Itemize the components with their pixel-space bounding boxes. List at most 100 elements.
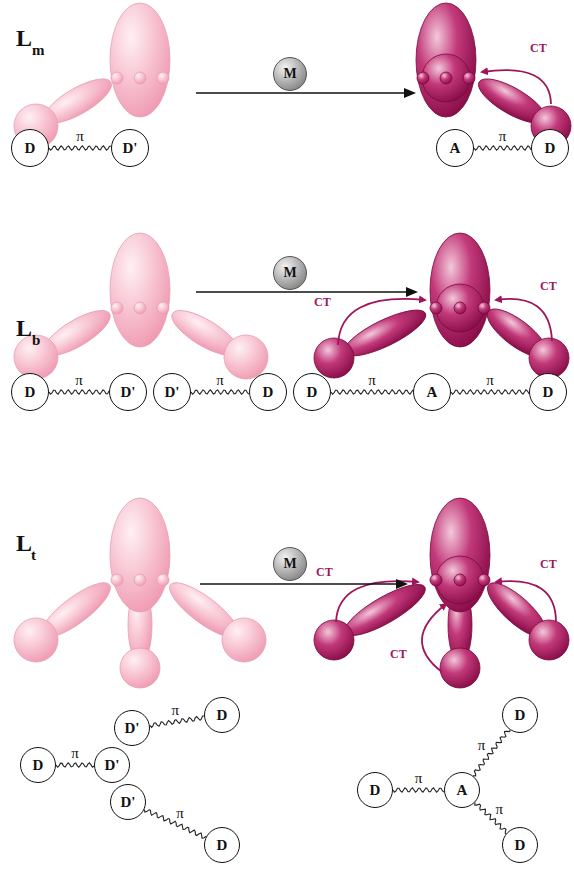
unit-circle: D xyxy=(204,827,240,863)
node-text: M xyxy=(283,266,296,280)
node-text: D' xyxy=(125,721,140,736)
unit-circle: D' xyxy=(111,129,149,167)
metal-ball: M xyxy=(273,256,307,290)
edge-label: π xyxy=(176,805,184,820)
wavy-pi-bridge xyxy=(451,390,529,394)
illustration-part xyxy=(430,574,442,586)
unit-circle: D' xyxy=(109,373,147,411)
subscript: b xyxy=(32,333,40,348)
illustration-part xyxy=(416,3,476,117)
node-text: D' xyxy=(105,758,120,773)
illustration-part xyxy=(110,233,170,347)
metal-ball: M xyxy=(273,547,307,581)
unit-circle: D xyxy=(249,373,287,411)
edge-label: π xyxy=(486,373,494,388)
edge-label: π xyxy=(75,373,83,388)
illustration-part xyxy=(111,72,123,84)
illustration-part xyxy=(478,574,490,586)
edge-label: π xyxy=(171,702,179,717)
edge-label: π xyxy=(499,129,507,144)
reaction-arrow xyxy=(200,579,408,589)
illustration-part xyxy=(436,556,484,604)
metal-ball: M xyxy=(273,57,307,91)
wavy-pi-bridge xyxy=(331,390,413,394)
node-text: D xyxy=(263,385,274,400)
node-text: D' xyxy=(121,385,136,400)
subscript: m xyxy=(32,43,45,58)
illustration-part xyxy=(417,72,429,84)
unit-circle: A xyxy=(413,373,451,411)
ct-label: CT xyxy=(390,648,407,660)
ct-label: CT xyxy=(314,296,331,308)
node-text: D' xyxy=(165,385,180,400)
ct-label: CT xyxy=(316,566,333,578)
complex-lb xyxy=(314,233,569,378)
unit-circle: A xyxy=(436,129,474,167)
illustration-part xyxy=(134,574,146,586)
illustration-part xyxy=(224,335,268,379)
ct-label: CT xyxy=(530,42,547,54)
illustration-part xyxy=(430,233,490,347)
wavy-pi-bridge xyxy=(191,390,249,394)
illustration-part xyxy=(529,338,569,378)
illustration-part xyxy=(314,338,354,378)
node-text: A xyxy=(450,141,461,156)
illustration-part xyxy=(529,620,569,660)
node-text: D xyxy=(370,783,381,798)
node-text: D' xyxy=(123,141,138,156)
complex-lm xyxy=(416,3,571,146)
wavy-pi-bridge xyxy=(56,763,94,767)
illustration-part xyxy=(436,284,484,332)
ligand-name: L xyxy=(16,316,32,340)
illustration-part xyxy=(134,72,146,84)
unit-circle: D xyxy=(357,772,393,808)
illustration-part xyxy=(463,72,475,84)
ct-arrow xyxy=(482,70,551,104)
illustration-part xyxy=(110,498,170,612)
edge-label: π xyxy=(216,373,224,388)
unit-circle: D xyxy=(529,373,567,411)
illustration-part xyxy=(440,72,452,84)
node-text: D xyxy=(515,838,526,853)
illustration-part xyxy=(111,574,123,586)
ct-arrow xyxy=(496,299,552,341)
illustration-part xyxy=(157,574,169,586)
node-text: M xyxy=(283,557,296,571)
illustration-part xyxy=(14,618,58,662)
illustration-part xyxy=(110,3,170,117)
wavy-pi-bridge xyxy=(144,809,206,838)
illustration-part xyxy=(404,88,416,98)
subscript: t xyxy=(31,548,36,563)
unit-circle: D xyxy=(293,373,331,411)
node-text: D xyxy=(217,838,228,853)
ct-label: CT xyxy=(540,280,557,292)
ligand-name: L xyxy=(16,531,32,555)
node-text: D xyxy=(307,385,318,400)
unit-circle: D xyxy=(204,697,240,733)
wavy-pi-bridge xyxy=(393,788,444,792)
wavy-pi-bridge xyxy=(474,146,531,150)
node-text: D' xyxy=(121,795,136,810)
edge-label: π xyxy=(495,801,503,816)
node-text: D xyxy=(25,385,36,400)
node-text: M xyxy=(283,67,296,81)
illustration-part xyxy=(406,287,418,297)
node-text: D xyxy=(543,385,554,400)
unit-circle: D' xyxy=(94,747,130,783)
illustration-part xyxy=(430,498,490,612)
illustration-part xyxy=(200,583,398,584)
illustration-part xyxy=(454,302,466,314)
edge-label: π xyxy=(478,738,486,753)
wavy-pi-bridge xyxy=(49,146,111,150)
ligand-name: L xyxy=(16,26,32,50)
node-text: D xyxy=(217,708,228,723)
node-text: D xyxy=(25,141,36,156)
unit-circle: D xyxy=(531,129,569,167)
illustration-part xyxy=(222,618,266,662)
ct-arrow xyxy=(338,299,425,345)
illustration-part xyxy=(396,579,408,589)
illustration-part xyxy=(196,291,408,292)
